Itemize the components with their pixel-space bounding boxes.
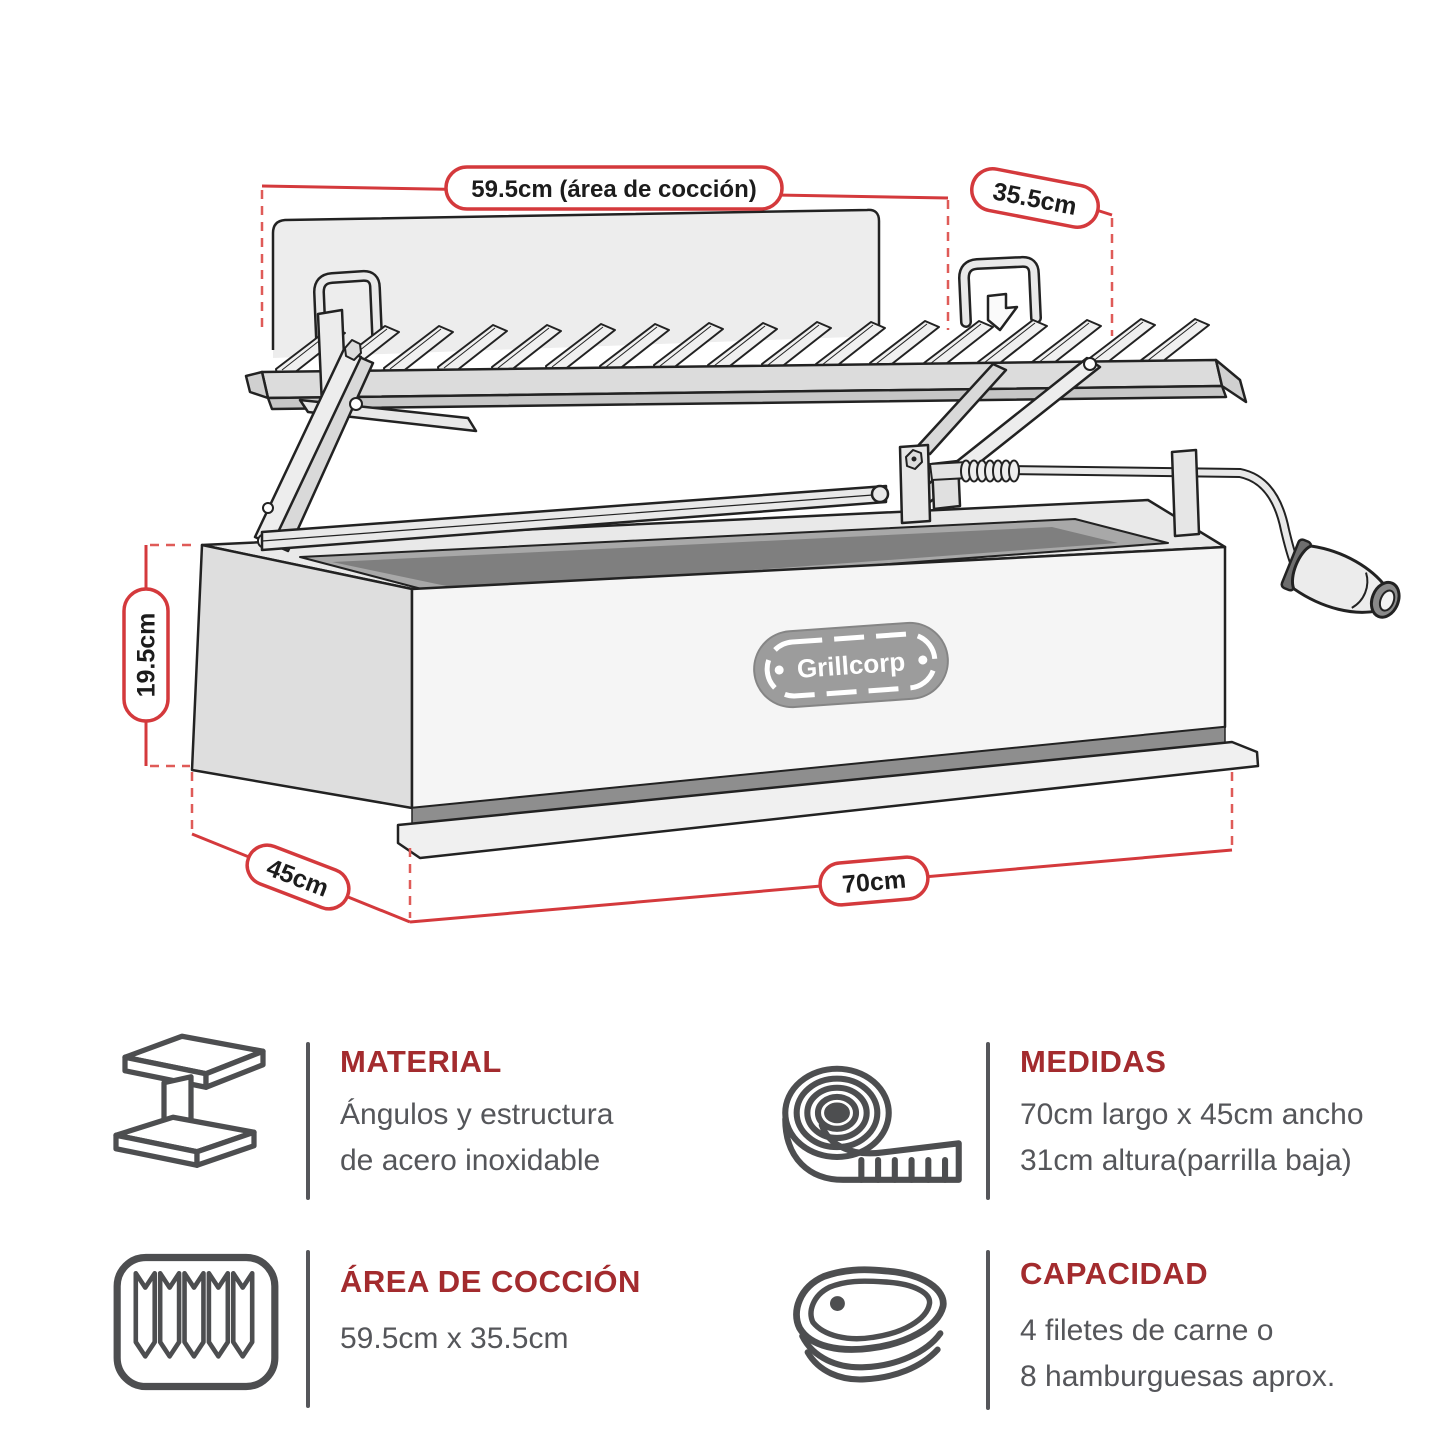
divider — [306, 1042, 310, 1200]
dimension-extension-lines — [150, 190, 1234, 918]
spec-title-area: ÁREA DE COCCIÓN — [340, 1264, 641, 1299]
spec-title-medidas: MEDIDAS — [1020, 1044, 1167, 1079]
dim-pill-box-length: 70cm — [818, 855, 930, 907]
grill-tray-icon — [113, 1253, 279, 1391]
firebox: Grillcorp — [190, 498, 1260, 860]
spec-line: de acero inoxidable — [340, 1144, 601, 1177]
dim-pill-cooking-length: 59.5cm (área de cocción) — [444, 165, 784, 211]
spec-line: 31cm altura(parrilla baja) — [1020, 1144, 1352, 1177]
spec-title-capacidad: CAPACIDAD — [1020, 1256, 1209, 1291]
dim-label-box-length: 70cm — [841, 866, 907, 899]
spec-line: 70cm largo x 45cm ancho — [1020, 1098, 1364, 1131]
wooden-grip — [1280, 538, 1401, 619]
spec-title-material: MATERIAL — [340, 1044, 502, 1079]
screw-coil — [960, 459, 1020, 483]
steak-icon — [793, 1266, 947, 1383]
brand-logo-plate: Grillcorp — [753, 621, 949, 709]
divider — [306, 1250, 310, 1408]
crank-handle — [928, 448, 1401, 619]
spec-line: 59.5cm x 35.5cm — [340, 1322, 569, 1355]
dim-label-box-height: 19.5cm — [132, 613, 160, 698]
dim-pill-box-height: 19.5cm — [122, 587, 170, 723]
dim-label-cooking-length: 59.5cm (área de cocción) — [471, 176, 756, 203]
dimension-lines: 59.5cm (área de cocción) 35.5cm 19.5cm 4… — [122, 165, 1234, 924]
spec-line: Ángulos y estructura — [340, 1098, 614, 1131]
divider — [986, 1042, 990, 1200]
grate-handles — [313, 255, 1042, 346]
spec-line: 8 hamburguesas aprox. — [1020, 1360, 1336, 1393]
backsplash-panel — [271, 208, 881, 358]
tape-measure-icon — [782, 1065, 962, 1183]
dim-pill-cooking-depth: 35.5cm — [970, 167, 1100, 229]
grill-illustration: Grillcorp — [122, 165, 1401, 924]
spec-line: 4 filetes de carne o — [1020, 1314, 1274, 1347]
steel-beam-icon — [113, 1033, 266, 1168]
divider — [986, 1250, 990, 1410]
dim-pill-box-width: 45cm — [245, 843, 351, 911]
lift-mechanism — [253, 308, 1102, 553]
